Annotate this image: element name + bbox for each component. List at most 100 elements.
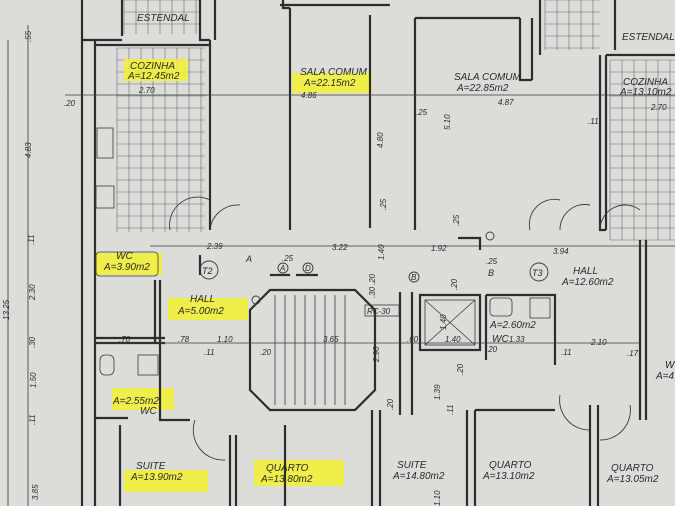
- dim: 1.50: [29, 372, 38, 388]
- area-quarto-t3-a: A=13.10m2: [482, 471, 535, 482]
- marker-rc30: RC-30: [367, 307, 391, 316]
- marker-t3: T3: [532, 268, 543, 278]
- dim: 4.87: [498, 98, 514, 107]
- dim: 3.94: [553, 247, 569, 256]
- area-quarto-t3-b: A=13.05m2: [606, 474, 659, 485]
- marker-b-circle: B: [411, 273, 417, 282]
- dim: 2.90: [372, 346, 381, 363]
- fixtures: [95, 127, 551, 376]
- label-wc-t2: WC: [116, 251, 133, 262]
- label-suite-t2: SUITE: [136, 461, 166, 472]
- walls: [80, 0, 675, 506]
- bathtub-icon: [95, 251, 159, 277]
- dim: .25: [379, 198, 388, 210]
- estendal-right-tiles: [544, 0, 600, 50]
- highlight-hall-t2: [168, 298, 248, 320]
- label-cozinha-left: COZINHA: [130, 61, 175, 72]
- marker-d-circle: D: [305, 264, 311, 273]
- marker-t2: T2: [202, 266, 213, 276]
- label-quarto-t3-b: QUARTO: [611, 463, 654, 474]
- dim: .25: [282, 254, 294, 263]
- dim: 1.33: [509, 335, 525, 344]
- estendal-left-tiles: [123, 0, 200, 34]
- dim: 4.86: [301, 91, 317, 100]
- label-wc-right: WC: [665, 360, 675, 371]
- dim: .11: [27, 234, 36, 245]
- washbasin-t3-icon: [489, 297, 513, 317]
- dim: .55: [24, 30, 33, 42]
- kitchen-right-tiles: [609, 59, 675, 241]
- label-wc-t3: WC: [492, 334, 509, 345]
- shower-icon: [137, 354, 159, 376]
- dim: 2.10: [590, 338, 607, 347]
- sink-icon: [96, 127, 114, 159]
- label-quarto-t2: QUARTO: [266, 463, 309, 474]
- stove-icon: [95, 185, 115, 209]
- highlight-wc-t2: [96, 253, 162, 275]
- label-hall-t3: HALL: [573, 266, 598, 277]
- dim: 1.40: [377, 244, 386, 260]
- dim: .30: [28, 336, 37, 348]
- dim: 1.39: [433, 384, 442, 400]
- dim: 4.80: [376, 132, 385, 148]
- dim: 5.10: [443, 114, 452, 130]
- highlight-suite-t2: [124, 470, 208, 492]
- area-sala-left: A=22.15m2: [303, 78, 356, 89]
- label-quarto-t3-a: QUARTO: [489, 460, 532, 471]
- dim: 1.92: [431, 244, 447, 253]
- dim: .20: [64, 99, 76, 108]
- marker-b: B: [488, 268, 494, 278]
- area-wc-t3: A=2.60m2: [489, 320, 536, 331]
- area-suite-t3: A=14.80m2: [392, 471, 445, 482]
- room-labels: ESTENDAL ESTENDAL COZINHA A=12.45m2 SALA…: [103, 13, 675, 485]
- staircase: [274, 295, 346, 405]
- area-wc-suite-t2: A=2.55m2: [112, 396, 159, 407]
- shower-t3-icon: [529, 297, 551, 319]
- label-hall-t2: HALL: [190, 294, 215, 305]
- dimension-labels-vertical: .55 4.83 .11 2.30 13.25 .30 1.50 .11 3.8…: [2, 30, 465, 506]
- dim: 1.10: [217, 335, 233, 344]
- elevator-icon: [424, 299, 476, 346]
- label-estendal-left: ESTENDAL: [137, 13, 190, 24]
- highlight-sala-left: [292, 73, 372, 93]
- area-wc-t2: A=3.90m2: [103, 262, 150, 273]
- dim: .17: [627, 349, 639, 358]
- dim: .25: [416, 108, 428, 117]
- marker-a: A: [245, 254, 252, 264]
- markers: T2 T3 A D B A B RC-30: [199, 254, 549, 317]
- area-hall-t3: A=12.60m2: [561, 277, 614, 288]
- dim: 13.25: [2, 299, 11, 320]
- dim: .20: [260, 348, 272, 357]
- dim: 3.22: [332, 243, 348, 252]
- area-suite-t2: A=13.90m2: [130, 472, 183, 483]
- dim: 2.30: [28, 284, 37, 301]
- label-suite-t3: SUITE: [397, 460, 427, 471]
- area-hall-t2: A=5.00m2: [177, 306, 224, 317]
- area-sala-right: A=22.85m2: [456, 83, 509, 94]
- dimension-labels: 2.70 4.86 4.87 2.70 .20 .25 .11 2.39 3.2…: [64, 86, 667, 358]
- dim: 1.10: [433, 490, 442, 506]
- dim: .25: [486, 257, 498, 266]
- label-estendal-right: ESTENDAL: [622, 32, 675, 43]
- highlight-quarto-t2: [254, 460, 344, 486]
- toilet-icon: [99, 354, 115, 376]
- area-quarto-t2: A=13.80m2: [260, 474, 313, 485]
- label-sala-right: SALA COMUM: [454, 72, 522, 83]
- dim: .20: [450, 278, 459, 290]
- dim: 1.40: [439, 314, 448, 330]
- dim: .20: [386, 398, 395, 410]
- dim: 1.40: [445, 335, 461, 344]
- area-cozinha-left: A=12.45m2: [127, 71, 180, 82]
- dim: .11: [588, 117, 599, 126]
- dim: 2.70: [650, 103, 667, 112]
- highlight-cozinha-left: [124, 59, 188, 81]
- dim: .20: [456, 363, 465, 375]
- dim: .20: [486, 345, 498, 354]
- highlights: [96, 59, 372, 492]
- dim: 3.65: [323, 335, 339, 344]
- area-wc-right: A=4: [655, 371, 675, 382]
- dim: .11: [28, 414, 37, 425]
- dim: .30: [368, 286, 377, 298]
- dimension-lines: [7, 25, 675, 506]
